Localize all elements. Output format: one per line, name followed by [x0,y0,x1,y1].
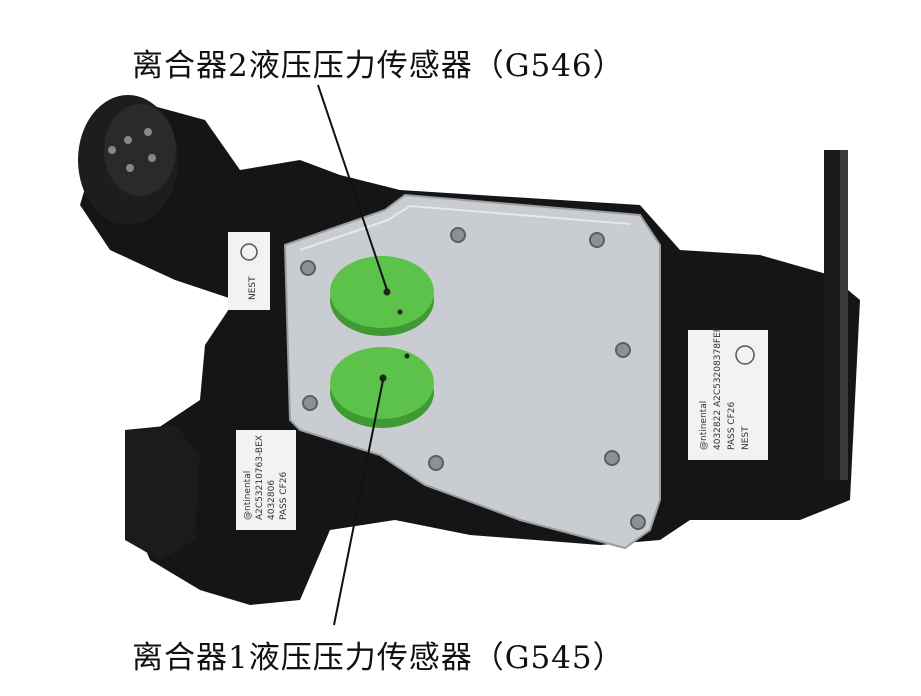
leader-line-g545 [333,379,384,626]
sticker-left-lower-line: A2C53210763-BEX [255,435,265,520]
sticker-right: @ntinental 4032822 A2C53208378FEF PASS C… [688,327,768,460]
sticker-left-lower-brand: @ntinental [243,471,253,520]
sticker-right-line: PASS CF26 [727,402,737,450]
rail-bracket [824,150,848,480]
sticker-left-lower: @ntinental A2C53210763-BEX 4032806 PASS … [236,430,296,530]
lower-connector [125,425,200,560]
sensor-g546 [330,256,434,336]
label-sensor-g545: 离合器1液压压力传感器（G545） [132,640,625,676]
round-connector [78,95,178,225]
sticker-right-brand: @ntinental [699,401,709,450]
sticker-left-upper-text: NEST [248,276,258,300]
leader-line-g546 [317,84,388,291]
sticker-right-line: 4032822 A2C53208378FEF [713,327,723,450]
sticker-left-lower-line: PASS CF26 [279,472,289,520]
plate-bolts [300,227,646,530]
label-sensor-g546: 离合器2液压压力传感器（G546） [132,48,625,84]
sticker-right-line: NEST [741,426,751,450]
sticker-left-lower-line: 4032806 [267,480,277,520]
sticker-left-upper: NEST [228,232,270,310]
